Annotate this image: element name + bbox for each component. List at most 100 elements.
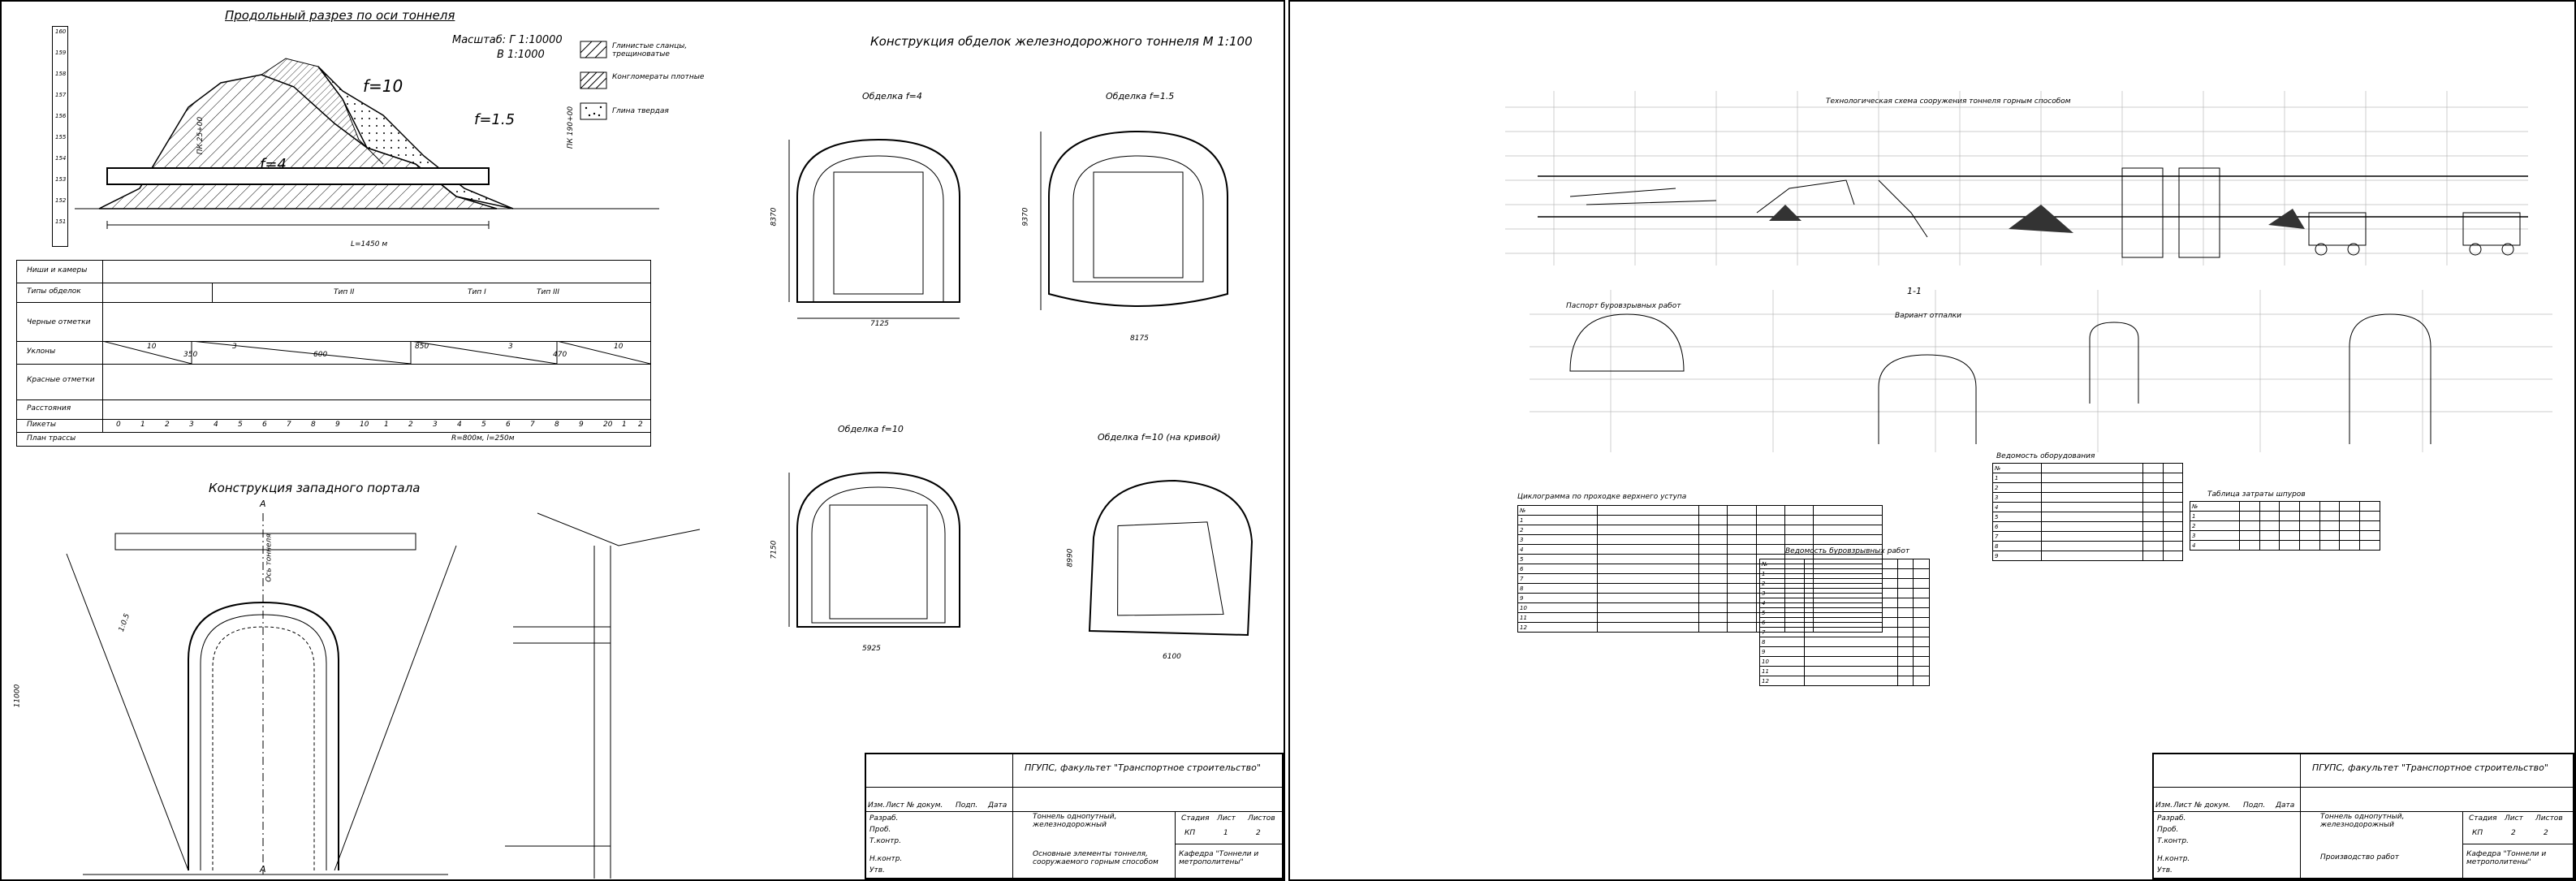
lining-height: 8370	[770, 207, 779, 227]
row-label: Расстояния	[27, 404, 71, 412]
slope-value: 600	[313, 351, 328, 359]
zone-label: f=1.5	[474, 111, 516, 128]
elevation-tick: 155	[55, 134, 67, 140]
stamp-col: № докум.	[907, 801, 943, 810]
picket: 1	[384, 421, 389, 429]
stamp-row: Т.контр.	[2157, 837, 2190, 845]
profile-row	[17, 432, 650, 433]
profile-row	[17, 302, 650, 303]
lining-height: 8990	[1066, 548, 1075, 568]
stamp-row: Проб.	[869, 826, 891, 834]
scale-horizontal: Масштаб: Г 1:10000	[452, 34, 563, 46]
stamp-head: Лист	[1217, 814, 1236, 823]
legend-label: Конгломераты плотные	[612, 73, 705, 81]
picket: 8	[311, 421, 316, 429]
picket: 9	[335, 421, 340, 429]
title-block: ПГУПС, факультет "Транспортное строитель…	[2152, 753, 2574, 879]
stamp-sheet-no: 1	[1223, 829, 1228, 837]
scale-vertical: В 1:1000	[497, 49, 545, 61]
stamp-dept: Кафедра "Тоннели и метрополитены"	[1179, 850, 1259, 866]
elevation-tick: 159	[55, 50, 67, 56]
portal-height-label: 11000	[13, 684, 22, 708]
lining-section-f15	[1040, 130, 1228, 310]
picket: 5	[238, 421, 243, 429]
lining-section-f10-curve	[1088, 479, 1253, 637]
stamp-org: ПГУПС, факультет "Транспортное строитель…	[1025, 762, 1261, 773]
picket: 2	[638, 421, 643, 429]
lining-height: 7150	[770, 540, 779, 559]
zone-label: f=10	[363, 76, 403, 96]
section-1-1-title: 1-1	[1907, 286, 1922, 296]
curve-label: R=800м, l=250м	[451, 434, 515, 443]
slope-diagram	[102, 341, 650, 364]
row-label: Черные отметки	[27, 318, 91, 326]
hatch-hard-clay-icon	[580, 102, 607, 120]
picket: 20	[603, 421, 613, 429]
stamp-head: Листов	[1248, 814, 1275, 823]
stamp-row: Утв.	[2157, 866, 2173, 875]
stamp-col: Подп.	[2243, 801, 2266, 810]
lining-title: Обделка f=10	[838, 424, 904, 434]
elevation-tick: 156	[55, 113, 67, 119]
lining-title: Обделка f=10 (на кривой)	[1098, 432, 1221, 443]
drawing-sheet-1: Продольный разрез по оси тоннеля Масштаб…	[0, 0, 1285, 881]
tunnel-length-label: L=1450 м	[351, 240, 388, 248]
elevation-tick: 157	[55, 92, 67, 98]
lining-title: Обделка f=4	[862, 91, 922, 101]
blast-table-title: Ведомость буровзрывных работ	[1785, 547, 1910, 555]
row-label: Типы обделок	[27, 287, 81, 296]
lining-width: 7125	[870, 320, 889, 328]
drill-passport-title: Паспорт буровзрывных работ	[1566, 302, 1681, 310]
stamp-sheet-no: 2	[2511, 829, 2516, 837]
slope-value: 470	[553, 351, 567, 359]
stamp-col: № докум.	[2194, 801, 2231, 810]
blast-parameters-table: № 1 2 3 4 5 6 7 8 9 10 11 12	[1759, 559, 1930, 686]
legend-item: Конгломераты плотные	[580, 71, 742, 93]
picket: 4	[457, 421, 462, 429]
blast-variant-title: Вариант отпалки	[1895, 312, 1961, 320]
stamp-stage: КП	[1184, 829, 1196, 837]
legend-item: Глина твердая	[580, 102, 742, 123]
stamp-row: Т.контр.	[869, 837, 902, 845]
row-label: Красные отметки	[27, 376, 95, 384]
legend-label: Глина твердая	[612, 107, 669, 115]
profile-table: Ниши и камеры Типы обделок Черные отметк…	[16, 260, 651, 447]
drill-sections-drawing	[1530, 290, 2552, 452]
stamp-col: Лист	[2173, 801, 2192, 810]
row-label: Ниши и камеры	[27, 266, 88, 274]
stamp-row: Разраб.	[2157, 814, 2186, 823]
stamp-row: Разраб.	[869, 814, 899, 823]
tech-scheme-drawing	[1505, 91, 2528, 266]
stamp-project: Тоннель одноп­утный, железнодорожный	[2320, 813, 2405, 829]
slope-value: 3	[508, 343, 513, 351]
lining-drawing: Обделка f=10 5925 7150	[757, 424, 1000, 659]
picket: 6	[506, 421, 511, 429]
stamp-dept: Кафедра "Тоннели и метрополитены"	[2466, 850, 2547, 866]
hatch-clay-shale-icon	[580, 41, 607, 58]
stamp-stage: КП	[2472, 829, 2483, 837]
picket: 2	[165, 421, 170, 429]
tech-scheme-title: Технологическая схема сооружения тоннеля…	[1826, 97, 2071, 106]
elevation-tick: 152	[55, 197, 67, 204]
stamp-head: Лист	[2505, 814, 2523, 823]
lining-drawing: Обделка f=1.5 8175 9370	[1008, 91, 1268, 351]
hatch-conglomerate-icon	[580, 71, 607, 89]
elevation-tick: 151	[55, 218, 67, 225]
zone-label: f=4	[260, 156, 287, 173]
stamp-row: Утв.	[869, 866, 885, 875]
geological-profile	[75, 58, 659, 229]
stamp-head: Стадия	[2469, 814, 2497, 823]
lining-title: Обделка f=1.5	[1106, 91, 1175, 101]
stamp-col: Изм.	[2155, 801, 2173, 810]
picket: 1	[140, 421, 145, 429]
equipment-table: № 1 2 3 4 5 6 7 8 9	[1991, 463, 2184, 561]
picket: 5	[481, 421, 486, 429]
lining-width: 6100	[1163, 653, 1181, 661]
stamp-row: Н.контр.	[2157, 855, 2190, 863]
stamp-sheets: 2	[1256, 829, 1261, 837]
profile-row	[17, 341, 650, 342]
portal-axis-label: Ось тоннеля	[265, 533, 274, 582]
slope-value: 350	[183, 351, 198, 359]
legend-label: Глинистые сланцы, трещиноватые	[612, 42, 688, 58]
elevation-tick: 154	[55, 155, 67, 162]
